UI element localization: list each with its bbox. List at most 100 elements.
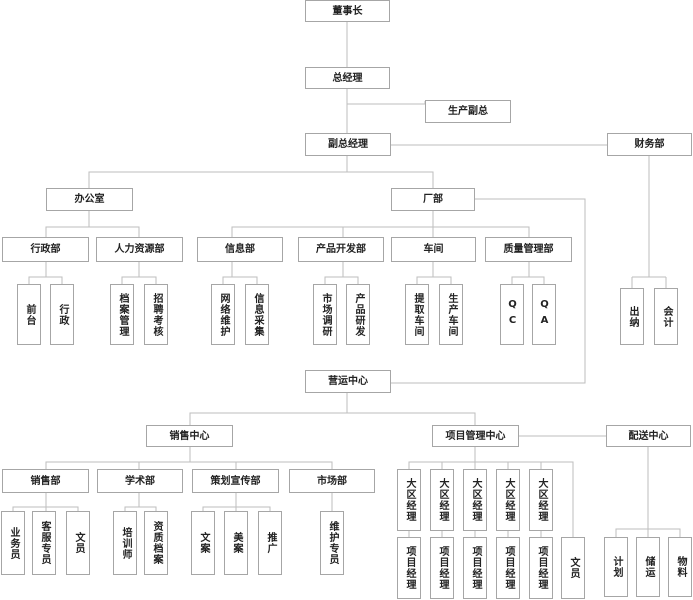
node-quality[interactable]: 质量管理部 (485, 237, 572, 262)
node-sales-dept[interactable]: 销售部 (2, 469, 89, 493)
node-project-manager[interactable]: 项目经理 (430, 537, 454, 599)
node-vice-general-manager[interactable]: 副总经理 (305, 133, 391, 156)
node-delivery-center[interactable]: 配送中心 (606, 425, 691, 447)
node-recruit-assess[interactable]: 招聘考核 (144, 284, 168, 345)
node-project-clerk[interactable]: 文员 (561, 537, 585, 599)
node-qual-archive[interactable]: 资质档案 (144, 511, 168, 575)
node-finance[interactable]: 财务部 (607, 133, 692, 156)
node-accountant[interactable]: 会计 (654, 288, 678, 345)
node-factory[interactable]: 厂部 (391, 188, 475, 211)
node-label: 维护专员 (327, 521, 338, 565)
node-project-center[interactable]: 项目管理中心 (432, 425, 519, 447)
node-label: 文员 (73, 532, 84, 554)
node-label: 产品研发 (353, 292, 364, 337)
node-workshop[interactable]: 车间 (391, 237, 476, 262)
node-info-dept[interactable]: 信息部 (197, 237, 283, 262)
node-label: 档案管理 (117, 292, 128, 337)
connector (408, 461, 574, 537)
node-label: 信息采集 (252, 292, 263, 337)
node-label: QC (507, 298, 518, 331)
node-label: 前台 (24, 303, 35, 326)
node-label: 销售中心 (169, 430, 210, 442)
connector (433, 226, 530, 237)
node-art-design[interactable]: 美案 (224, 511, 248, 575)
connector (324, 276, 359, 284)
connector (45, 461, 333, 469)
node-label: 出纳 (627, 305, 638, 328)
node-info-collect[interactable]: 信息采集 (245, 284, 269, 345)
node-label: 行政部 (30, 244, 61, 255)
node-admin[interactable]: 行政 (50, 284, 74, 345)
node-label: QA (539, 298, 550, 331)
node-archive-mgmt[interactable]: 档案管理 (110, 284, 134, 345)
node-market-dept[interactable]: 市场部 (289, 469, 375, 493)
node-extract-workshop[interactable]: 提取车间 (405, 284, 429, 345)
node-office[interactable]: 办公室 (46, 188, 133, 211)
node-product-rd[interactable]: 产品研发 (346, 284, 370, 345)
node-qc[interactable]: QC (500, 284, 524, 345)
node-operations-center[interactable]: 营运中心 (305, 370, 391, 393)
node-promotion[interactable]: 推广 (258, 511, 282, 575)
connector (121, 276, 157, 284)
node-admin-dept[interactable]: 行政部 (2, 237, 89, 262)
node-label: 会计 (661, 305, 672, 328)
node-cs-specialist[interactable]: 客服专员 (32, 511, 56, 575)
connector (342, 211, 434, 237)
node-label: 招聘考核 (151, 292, 162, 337)
node-label: 办公室 (74, 194, 105, 205)
connector (222, 276, 258, 284)
node-regional-manager[interactable]: 大区经理 (463, 469, 487, 531)
node-regional-manager[interactable]: 大区经理 (397, 469, 421, 531)
node-market-research[interactable]: 市场调研 (313, 284, 337, 345)
node-project-manager[interactable]: 项目经理 (463, 537, 487, 599)
node-cashier[interactable]: 出纳 (620, 288, 644, 345)
node-label: 客服专员 (39, 521, 50, 565)
node-project-manager[interactable]: 项目经理 (397, 537, 421, 599)
node-project-manager[interactable]: 项目经理 (529, 537, 553, 599)
node-label: 市场调研 (320, 292, 331, 337)
node-copywriting[interactable]: 文案 (191, 511, 215, 575)
node-trainer[interactable]: 培训师 (113, 511, 137, 575)
node-reception[interactable]: 前台 (17, 284, 41, 345)
node-label: 大区经理 (437, 478, 448, 522)
node-label: 策划宣传部 (210, 475, 261, 487)
node-label: 质量管理部 (503, 244, 554, 255)
node-maint-specialist[interactable]: 维护专员 (320, 511, 344, 575)
node-label: 大区经理 (503, 478, 514, 522)
node-sales-clerk[interactable]: 文员 (66, 511, 90, 575)
node-qa[interactable]: QA (532, 284, 556, 345)
node-label: 市场部 (317, 475, 347, 487)
node-sales-center[interactable]: 销售中心 (146, 425, 233, 447)
node-label: 配送中心 (628, 430, 669, 442)
node-project-manager[interactable]: 项目经理 (496, 537, 520, 599)
node-materials[interactable]: 物料 (668, 537, 692, 597)
node-chairman[interactable]: 董事长 (305, 0, 390, 22)
node-regional-manager[interactable]: 大区经理 (529, 469, 553, 531)
node-production-vp[interactable]: 生产副总 (425, 100, 511, 123)
node-label: 文员 (568, 557, 579, 579)
connector (511, 276, 545, 284)
node-label: 文案 (198, 532, 209, 554)
node-label: 销售部 (30, 475, 61, 487)
connector (28, 276, 63, 284)
node-product-dev[interactable]: 产品开发部 (298, 237, 384, 262)
node-label: 推广 (265, 532, 276, 554)
node-label: 项目管理中心 (445, 430, 506, 442)
node-general-manager[interactable]: 总经理 (305, 67, 390, 89)
node-salesman[interactable]: 业务员 (1, 511, 25, 575)
node-network-maint[interactable]: 网络维护 (211, 284, 235, 345)
node-hr-dept[interactable]: 人力资源部 (96, 237, 183, 262)
connector (189, 412, 476, 425)
node-label: 生产车间 (446, 292, 457, 337)
connector (347, 101, 426, 105)
node-planning-dept[interactable]: 策划宣传部 (192, 469, 279, 493)
node-label: 项目经理 (536, 546, 547, 590)
node-regional-manager[interactable]: 大区经理 (496, 469, 520, 531)
node-academic-dept[interactable]: 学术部 (97, 469, 183, 493)
node-plan[interactable]: 计划 (604, 537, 628, 597)
node-production-workshop[interactable]: 生产车间 (439, 284, 463, 345)
node-regional-manager[interactable]: 大区经理 (430, 469, 454, 531)
node-label: 副总经理 (328, 139, 368, 150)
node-storage[interactable]: 储运 (636, 537, 660, 597)
